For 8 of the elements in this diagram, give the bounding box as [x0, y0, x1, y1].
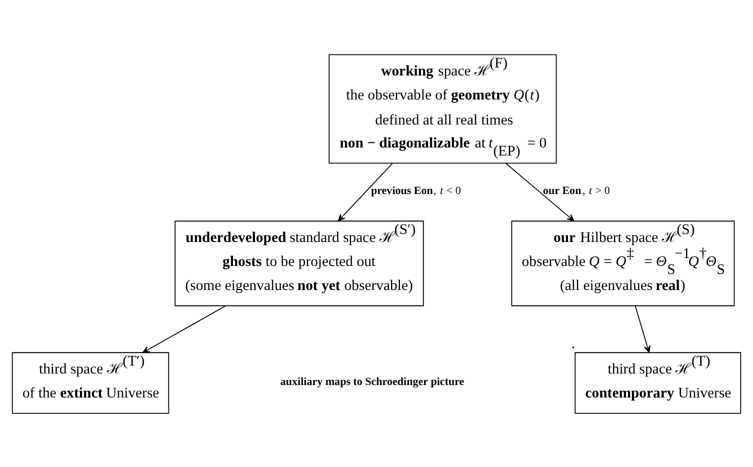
arrow	[338, 162, 393, 221]
arrow	[505, 162, 574, 221]
edge-label: our Eon, t > 0	[542, 184, 610, 197]
node-label: .	[571, 335, 576, 352]
edge-label: previous Eon, t < 0	[370, 184, 461, 197]
arrow	[634, 304, 650, 352]
arrow	[142, 304, 226, 353]
label: auxiliary maps to Schroedinger picture	[280, 375, 464, 388]
